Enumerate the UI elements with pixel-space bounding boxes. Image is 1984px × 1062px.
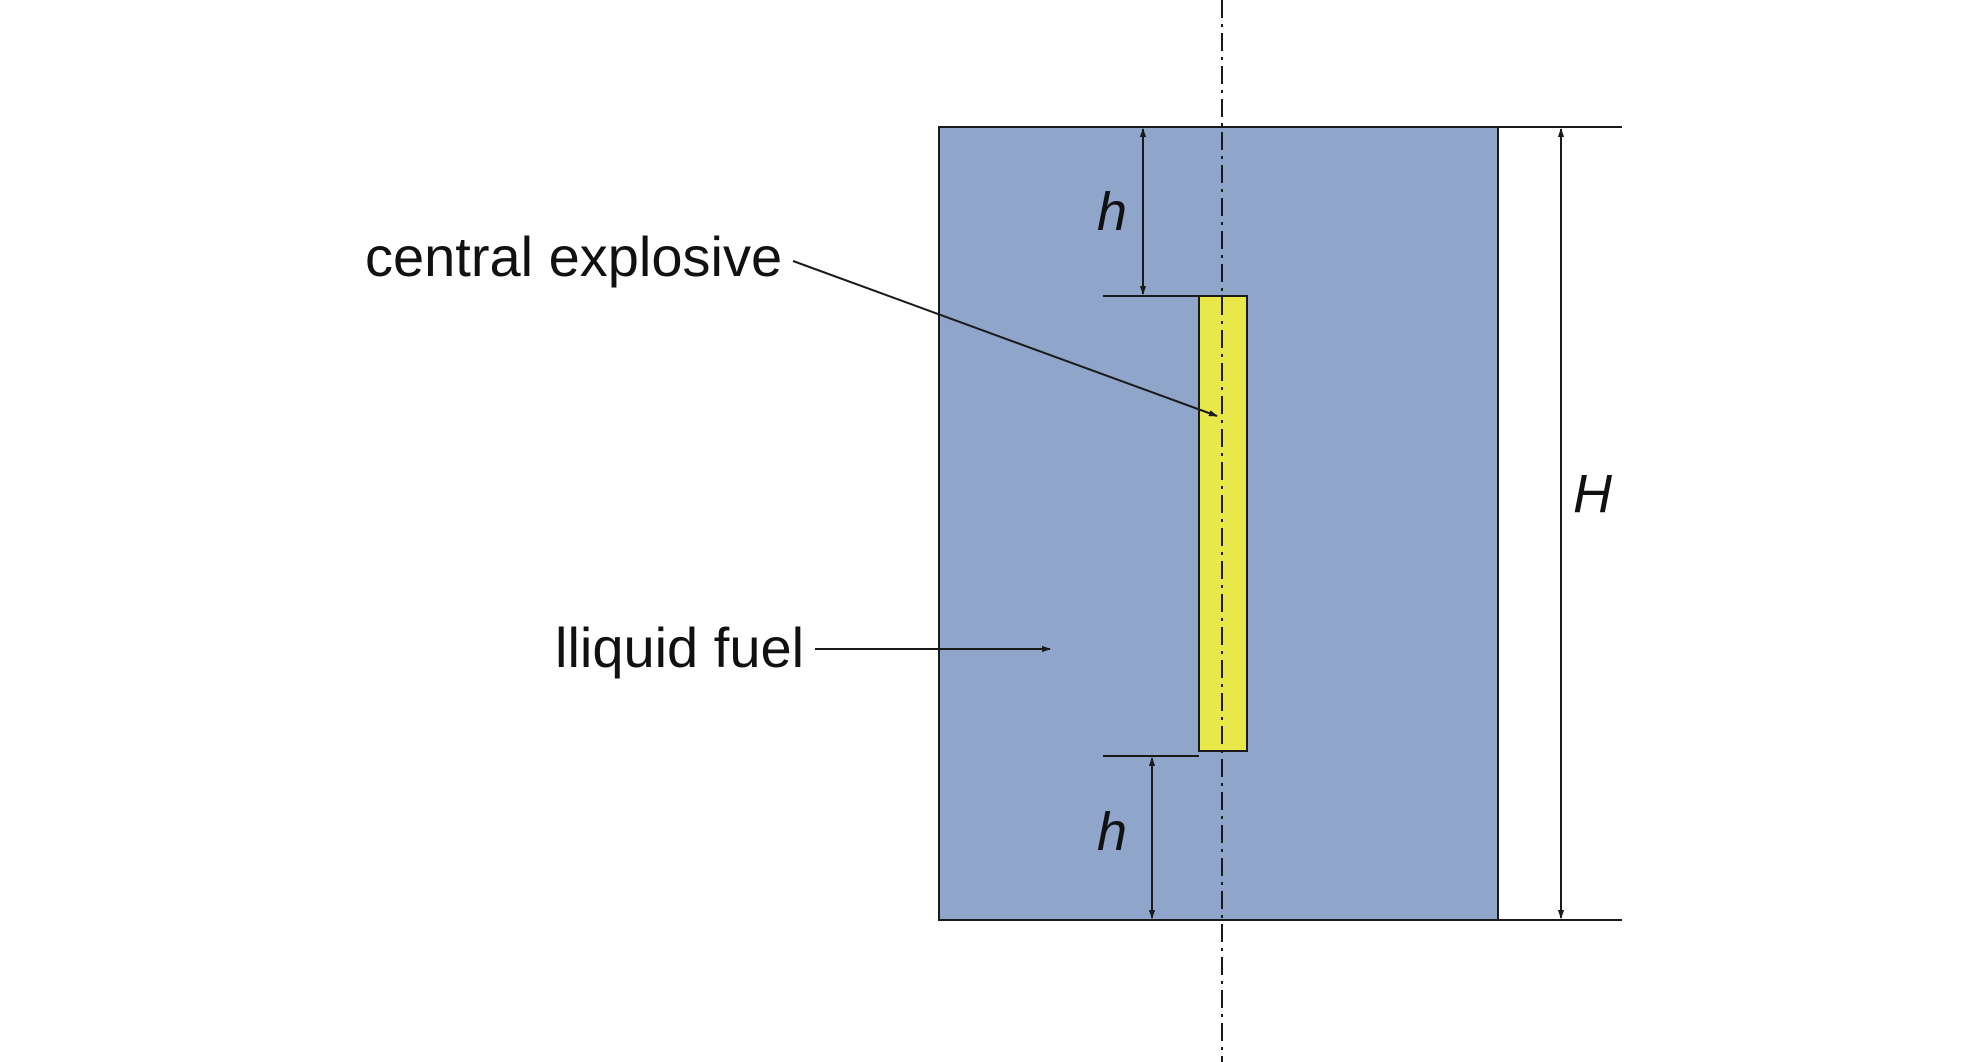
explosive-leader-arrow bbox=[792, 260, 1218, 417]
h-bottom-label: h bbox=[1097, 802, 1127, 862]
H-label: H bbox=[1573, 464, 1613, 524]
central-explosive-label: central explosive bbox=[365, 225, 782, 288]
h-top-label: h bbox=[1097, 182, 1127, 242]
liquid-fuel-label: lliquid fuel bbox=[555, 616, 804, 679]
